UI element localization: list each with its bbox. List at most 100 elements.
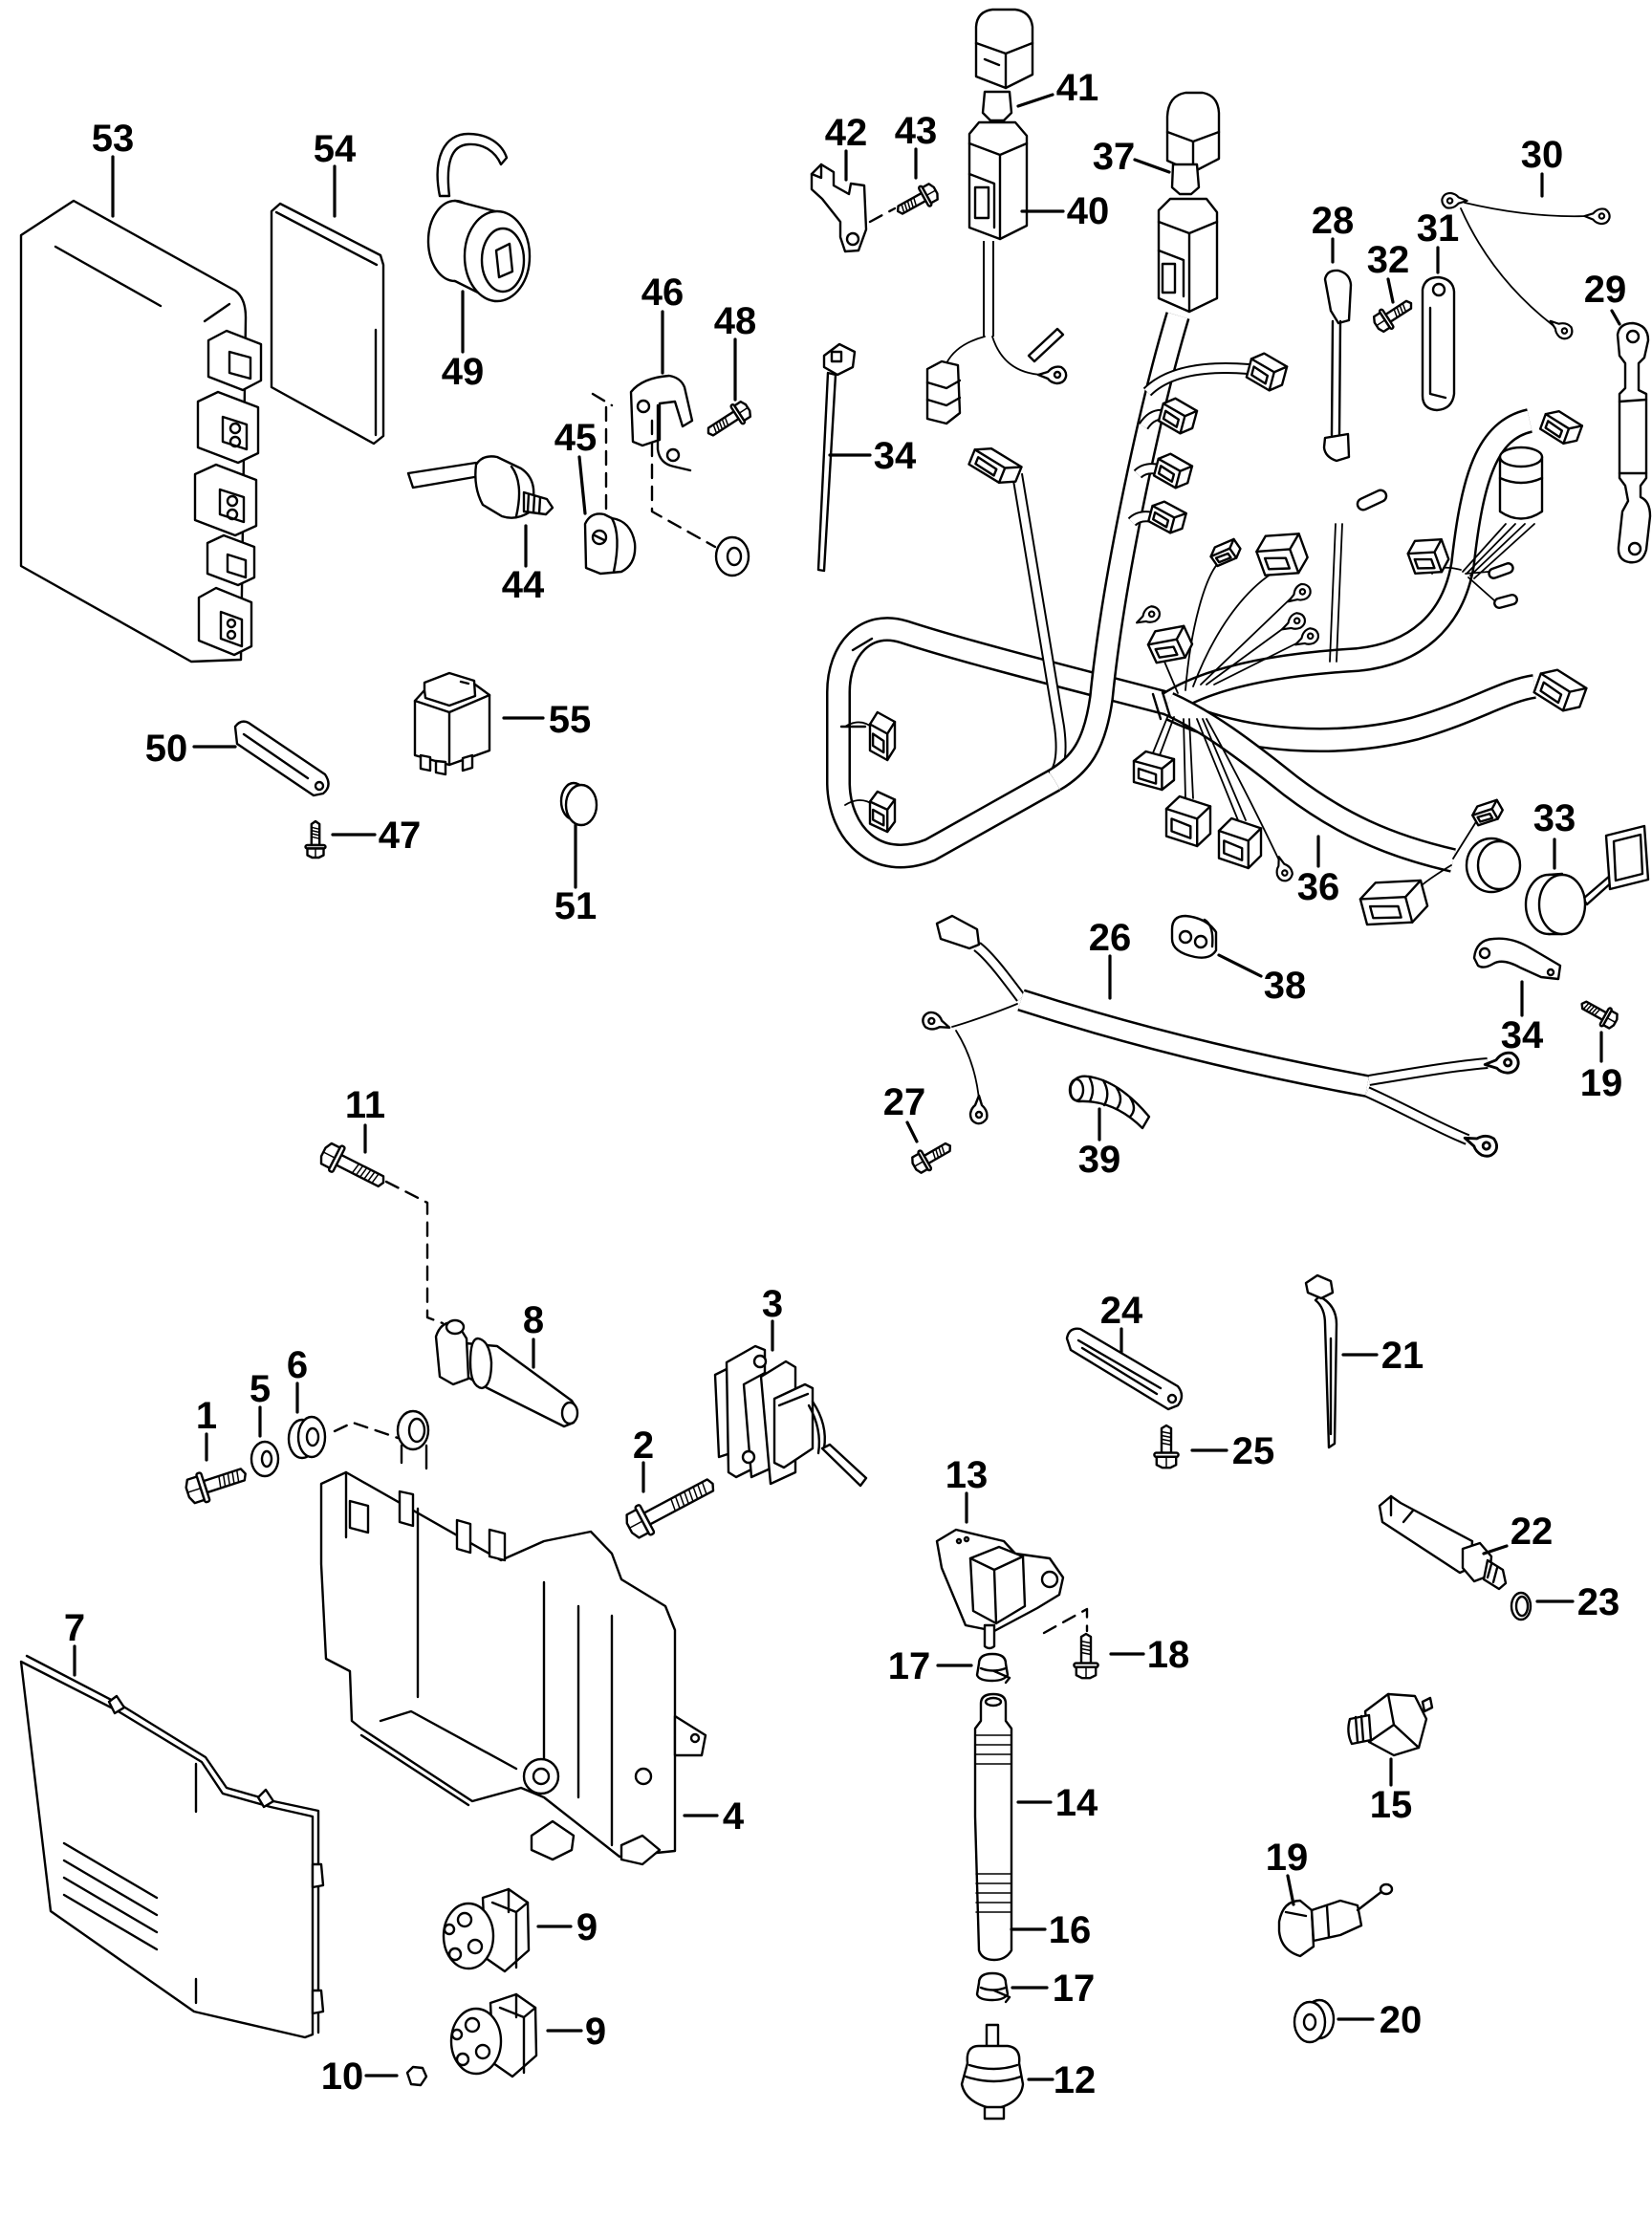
svg-text:25: 25 (1232, 1430, 1275, 1472)
harness-grommet (1465, 837, 1522, 894)
svg-text:44: 44 (502, 564, 545, 606)
part-9-relay-lower (449, 1992, 538, 2078)
harness-connector (868, 710, 897, 762)
svg-text:37: 37 (1093, 136, 1136, 178)
svg-text:17: 17 (1053, 1968, 1096, 2010)
part-26-ring-terminal (968, 1094, 989, 1125)
callout-8: 8 (523, 1299, 544, 1369)
part-20-plug (1293, 1998, 1336, 2044)
svg-text:50: 50 (145, 728, 188, 770)
part-24-strap (1065, 1327, 1184, 1411)
harness-connector (1146, 624, 1194, 664)
part-46-bracket (629, 374, 694, 472)
part-47-bolt (304, 819, 327, 859)
svg-text:31: 31 (1417, 207, 1460, 250)
callout-34-clamp: 34 (1501, 980, 1544, 1056)
svg-text:51: 51 (554, 885, 598, 927)
svg-text:11: 11 (345, 1084, 385, 1126)
svg-text:5: 5 (250, 1368, 271, 1410)
part-44-switch (406, 455, 554, 519)
svg-text:29: 29 (1584, 269, 1627, 311)
part-26-ring-terminal (1463, 1134, 1498, 1158)
part-30-ring-terminal (1441, 191, 1468, 209)
part-53-control-unit (19, 199, 263, 664)
svg-text:32: 32 (1367, 239, 1410, 281)
part-40-fuse-holder (925, 120, 1065, 425)
svg-text:42: 42 (825, 112, 868, 154)
part-31-strap (1421, 275, 1456, 412)
callout-34-cable-tie: 34 (828, 435, 917, 477)
svg-text:17: 17 (888, 1645, 931, 1687)
callout-17-lower: 17 (1011, 1968, 1096, 2010)
part-18-screw (1073, 1632, 1099, 1680)
callout-55: 55 (502, 699, 591, 741)
svg-text:4: 4 (723, 1795, 745, 1838)
svg-text:34: 34 (1501, 1014, 1544, 1056)
svg-text:45: 45 (554, 417, 598, 459)
svg-text:48: 48 (714, 300, 757, 342)
callout-49: 49 (442, 290, 485, 393)
callout-19-lower: 19 (1266, 1837, 1308, 1906)
callout-24: 24 (1100, 1290, 1143, 1354)
harness-connector (1152, 452, 1194, 489)
svg-text:2: 2 (633, 1425, 654, 1467)
part-27-screw (911, 1142, 952, 1174)
svg-text:46: 46 (641, 272, 685, 314)
part-6-grommet (287, 1415, 405, 1460)
harness-connector (1538, 409, 1584, 446)
svg-text:27: 27 (883, 1081, 926, 1123)
part-34-clamp (1472, 937, 1562, 981)
callout-20: 20 (1337, 1999, 1423, 2041)
svg-text:6: 6 (287, 1344, 308, 1386)
svg-text:9: 9 (585, 2011, 606, 2053)
callout-48: 48 (714, 300, 757, 402)
svg-text:13: 13 (946, 1454, 989, 1496)
part-3-rectifier (713, 1344, 868, 1488)
callout-36: 36 (1297, 835, 1340, 908)
svg-text:30: 30 (1521, 134, 1564, 176)
part-30-ring-terminal (1549, 319, 1574, 340)
callout-37: 37 (1093, 136, 1171, 178)
part-26-ring-terminal (922, 1011, 951, 1031)
harness-ring-terminal (1294, 627, 1319, 646)
svg-text:26: 26 (1089, 917, 1132, 959)
svg-text:20: 20 (1380, 1999, 1423, 2041)
callout-43: 43 (895, 110, 938, 180)
part-23-o-ring (1510, 1591, 1532, 1621)
svg-text:49: 49 (442, 351, 485, 393)
callout-16: 16 (1010, 1909, 1091, 1951)
svg-text:34: 34 (874, 435, 917, 477)
harness-connector (1157, 397, 1199, 435)
svg-text:36: 36 (1297, 866, 1340, 908)
part-37-relay (1165, 91, 1221, 196)
harness-round-connector (1498, 446, 1544, 520)
part-55-relay (413, 671, 491, 776)
svg-text:41: 41 (1056, 67, 1099, 109)
svg-text:54: 54 (314, 128, 357, 170)
harness-ring-terminal (1136, 605, 1161, 624)
callout-46: 46 (641, 272, 685, 375)
part-37-relay-socket (1157, 197, 1219, 314)
harness-connector (967, 446, 1023, 485)
callout-38: 38 (1217, 953, 1306, 1007)
callout-23: 23 (1535, 1581, 1619, 1623)
callout-29: 29 (1584, 269, 1627, 326)
callout-17-upper: 17 (888, 1645, 973, 1687)
svg-text:28: 28 (1312, 200, 1355, 242)
svg-text:39: 39 (1078, 1139, 1121, 1181)
part-43-bolt (896, 183, 939, 215)
svg-text:9: 9 (576, 1906, 598, 1948)
callout-50: 50 (145, 728, 237, 770)
part-19-sensor-lower (1277, 1882, 1394, 1958)
harness-ring-terminal (1275, 856, 1293, 882)
svg-text:40: 40 (1067, 190, 1110, 232)
svg-text:43: 43 (895, 110, 938, 152)
callout-14: 14 (1016, 1782, 1098, 1824)
part-4-bracket (319, 1409, 707, 1866)
callout-12: 12 (1027, 2059, 1096, 2101)
svg-text:53: 53 (92, 118, 135, 160)
callout-1: 1 (196, 1395, 217, 1462)
harness-connector (868, 790, 897, 834)
part-50-strap (233, 720, 330, 797)
